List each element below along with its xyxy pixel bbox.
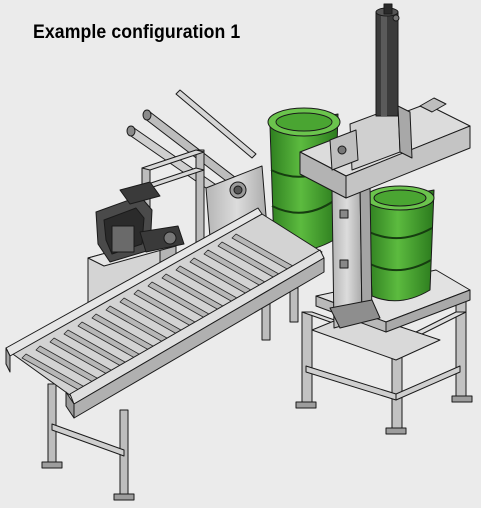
gantry-column: [329, 181, 381, 329]
roller-conveyor: [5, 207, 325, 501]
drum-front: [365, 185, 435, 302]
figure-caption: Example configuration 1: [33, 22, 241, 43]
lift-cylinder: [375, 3, 400, 117]
drum-rear: [267, 107, 341, 252]
gantry-head: [299, 97, 471, 199]
